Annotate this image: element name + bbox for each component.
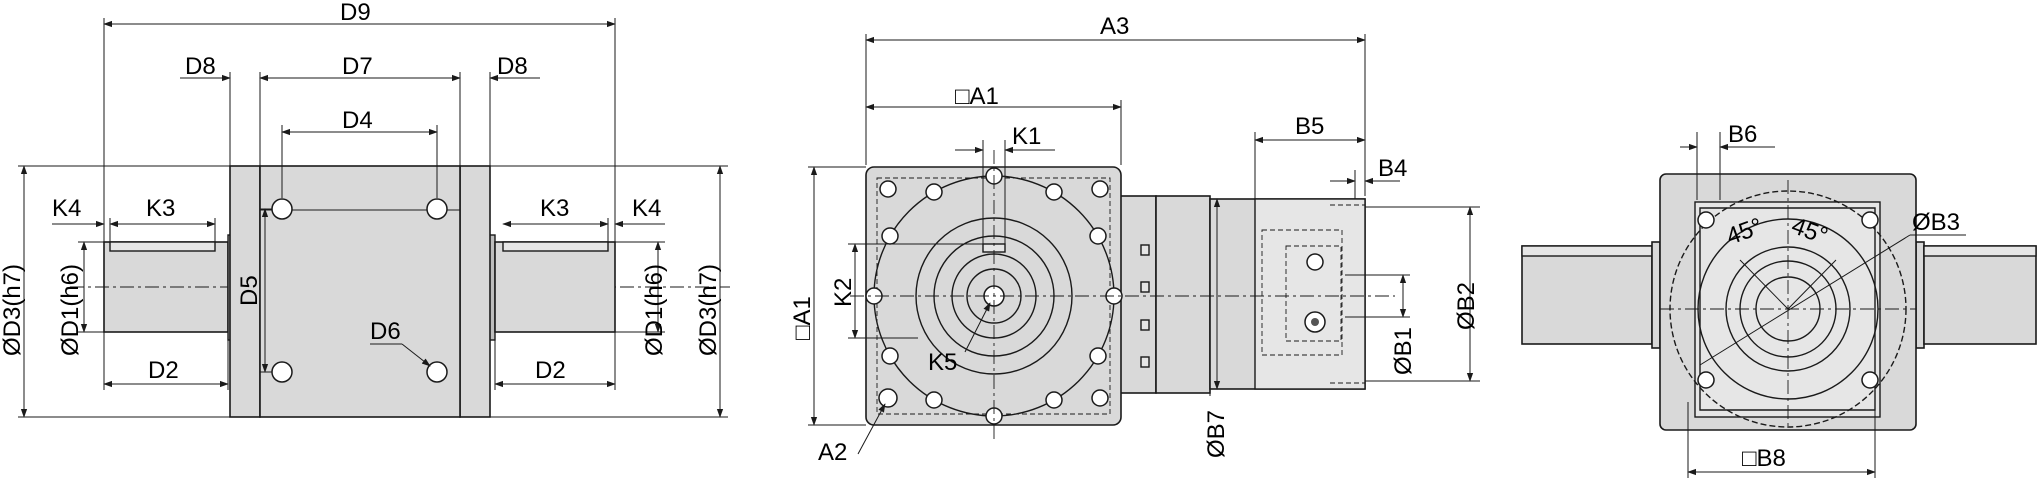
label-k2: K2 bbox=[830, 278, 857, 307]
left-key bbox=[109, 241, 216, 252]
adapter-ring bbox=[1119, 195, 1157, 394]
label-d2-right: D2 bbox=[535, 357, 566, 384]
label-a3: A3 bbox=[1100, 13, 1129, 40]
label-b8: □B8 bbox=[1742, 445, 1786, 472]
label-k1: K1 bbox=[1012, 123, 1041, 150]
label-d9: D9 bbox=[340, 0, 371, 26]
label-a2: A2 bbox=[818, 439, 847, 466]
mount-hole-br bbox=[426, 361, 448, 383]
flange-bolt-top bbox=[1306, 253, 1324, 271]
label-b4: B4 bbox=[1378, 155, 1407, 182]
label-d3-left: ØD3(h7) bbox=[0, 264, 26, 356]
rear-right-shaft bbox=[1923, 245, 2037, 345]
label-d5: D5 bbox=[236, 275, 263, 306]
label-a1-side: □A1 bbox=[789, 296, 816, 340]
label-k4-left: K4 bbox=[52, 195, 81, 222]
right-key bbox=[502, 241, 609, 252]
right-shaft bbox=[494, 241, 616, 333]
label-k3-right: K3 bbox=[540, 195, 569, 222]
label-k4-right: K4 bbox=[632, 195, 661, 222]
rear-housing-face bbox=[1694, 201, 1881, 418]
label-k3-left: K3 bbox=[146, 195, 175, 222]
label-b7: ØB7 bbox=[1203, 410, 1230, 458]
label-d6: D6 bbox=[370, 318, 401, 345]
mount-hole-tl bbox=[271, 198, 293, 220]
left-view: D9 D8 D7 D8 D4 K4 K3 K3 K4 bbox=[0, 0, 730, 418]
mount-hole-bl bbox=[271, 361, 293, 383]
motor-flange-face bbox=[1254, 198, 1366, 390]
label-d8-left: D8 bbox=[185, 53, 216, 80]
label-d1-left: ØD1(h6) bbox=[57, 264, 84, 356]
left-flange bbox=[229, 165, 261, 418]
label-b6: B6 bbox=[1728, 121, 1757, 148]
label-b1: ØB1 bbox=[1390, 327, 1417, 375]
label-b2: ØB2 bbox=[1453, 282, 1480, 330]
label-b5: B5 bbox=[1295, 113, 1324, 140]
label-b3: ØB3 bbox=[1912, 209, 1960, 236]
label-d1-right: ØD1(h6) bbox=[641, 264, 668, 356]
label-a1-top: □A1 bbox=[955, 83, 999, 110]
label-d7: D7 bbox=[342, 53, 373, 80]
adapter-body bbox=[1155, 195, 1211, 394]
label-d2-left: D2 bbox=[148, 357, 179, 384]
mount-hole-tr bbox=[426, 198, 448, 220]
right-view: B6 45° 45° ØB3 □B8 bbox=[1521, 121, 2037, 478]
label-k5: K5 bbox=[928, 349, 957, 376]
rear-left-shaft bbox=[1521, 245, 1653, 345]
right-flange bbox=[459, 165, 491, 418]
label-d4: D4 bbox=[342, 107, 373, 134]
label-d3-right: ØD3(h7) bbox=[695, 264, 722, 356]
middle-view: A3 □A1 K1 B5 B4 □A1 K2 K5 bbox=[789, 13, 1480, 466]
label-d8-right: D8 bbox=[497, 53, 528, 80]
